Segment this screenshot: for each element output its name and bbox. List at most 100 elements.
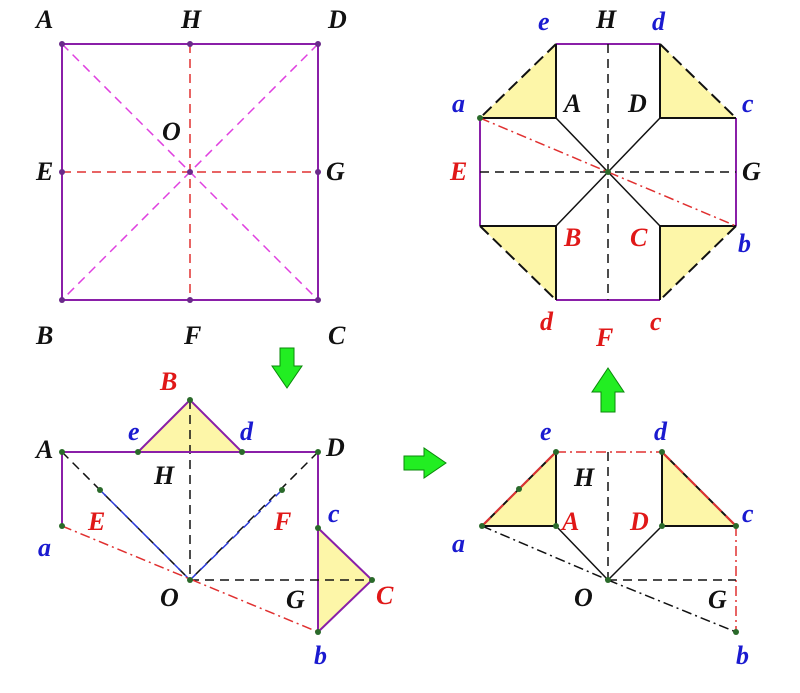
point-f-dot	[187, 297, 193, 303]
label3-b-small: b	[736, 641, 749, 670]
point-e2-dot	[135, 449, 141, 455]
vertex-a-dot	[59, 41, 65, 47]
vertex-b-dot	[59, 297, 65, 303]
label2-a: A	[34, 435, 53, 464]
label4-e: E	[449, 157, 467, 186]
label-b: B	[35, 321, 53, 350]
crease-f	[189, 489, 283, 581]
label3-h: H	[573, 463, 595, 492]
label3-o: O	[574, 583, 593, 612]
label-f: F	[183, 321, 201, 350]
line-ob3	[607, 579, 737, 633]
label4-g: G	[742, 157, 761, 186]
label2-c: C	[376, 581, 394, 610]
arrow-up-icon	[591, 367, 625, 413]
point-dd2-dot	[315, 449, 321, 455]
label-g: G	[326, 157, 345, 186]
label-a: A	[34, 5, 53, 34]
label3-c-small: c	[742, 499, 754, 528]
label4-a: A	[562, 89, 581, 118]
label2-h: H	[153, 461, 175, 490]
point-aa3-dot	[553, 523, 559, 529]
label2-f: F	[273, 507, 291, 536]
label-d: D	[327, 5, 347, 34]
label2-g: G	[286, 585, 305, 614]
point-c-small-dot	[315, 525, 321, 531]
label4-b: B	[563, 223, 581, 252]
point-o4-dot	[605, 169, 611, 175]
label3-a-small: a	[452, 529, 465, 558]
label4-d2-small: d	[540, 307, 554, 336]
panel-opened: e d H a A D c O G b	[452, 417, 754, 670]
label-o: O	[162, 117, 181, 146]
folded-frame	[61, 451, 319, 528]
label4-h: H	[595, 5, 617, 34]
label2-a-small: a	[38, 533, 51, 562]
label2-e-small: e	[128, 417, 140, 446]
label2-o: O	[160, 583, 179, 612]
point-ee2-dot	[97, 487, 103, 493]
label-c: C	[328, 321, 346, 350]
label3-a: A	[560, 507, 579, 536]
panel-octagon: e H d a A D c E G B C b d c F	[449, 5, 761, 352]
label4-e-small: e	[538, 7, 550, 36]
label4-d-small: d	[652, 7, 666, 36]
label2-d-small: d	[240, 417, 254, 446]
label-e: E	[35, 157, 53, 186]
point-h-dot	[187, 41, 193, 47]
label3-d: D	[629, 507, 649, 536]
label4-d: D	[627, 89, 647, 118]
line-ab	[61, 525, 319, 633]
label-h: H	[180, 5, 202, 34]
vertex-c-dot	[315, 297, 321, 303]
point-b2-dot	[187, 397, 193, 403]
label4-c: C	[630, 223, 648, 252]
vertex-d-dot	[315, 41, 321, 47]
label2-b-small: b	[314, 641, 327, 670]
oct-line-ab	[479, 117, 737, 227]
crease-e	[99, 489, 191, 581]
point-a2-dot	[59, 449, 65, 455]
point-d3-dot	[659, 449, 665, 455]
point-ff2-dot	[279, 487, 285, 493]
point-mid3-dot	[516, 486, 522, 492]
label3-e-small: e	[540, 417, 552, 446]
fold-line-do	[189, 451, 319, 581]
point-a3-dot	[479, 523, 485, 529]
label2-e: E	[87, 507, 105, 536]
point-c2-dot	[369, 577, 375, 583]
label4-b-small: b	[738, 229, 751, 258]
panel-folded: B e d A D H E F c a O G C b	[34, 367, 394, 670]
triangle-right3	[661, 449, 739, 527]
point-e-dot	[59, 169, 65, 175]
point-c3-dot	[733, 523, 739, 529]
point-dd3-dot	[659, 523, 665, 529]
panel-square: A H D O E G B F C	[34, 5, 347, 350]
arrow-right-icon	[403, 447, 447, 479]
line-do3	[607, 525, 663, 581]
label4-f: F	[595, 323, 613, 352]
center-o-dot	[187, 169, 193, 175]
label2-c-small: c	[328, 499, 340, 528]
label4-c2-small: c	[650, 307, 662, 336]
point-b3-dot	[733, 629, 739, 635]
point-e3-dot	[553, 449, 559, 455]
point-d2-dot	[239, 449, 245, 455]
point-a-small-dot	[59, 523, 65, 529]
label2-d: D	[325, 433, 345, 462]
point-o3-dot	[605, 577, 611, 583]
arrow-down-icon	[271, 347, 303, 389]
label4-a-small: a	[452, 89, 465, 118]
point-b-small-dot	[315, 629, 321, 635]
point-a4-dot	[477, 115, 483, 121]
label3-g: G	[708, 585, 727, 614]
line-ao3	[555, 525, 609, 581]
point-g-dot	[315, 169, 321, 175]
label3-d-small: d	[654, 417, 668, 446]
label2-b: B	[159, 367, 177, 396]
label4-c-small: c	[742, 89, 754, 118]
point-o2-dot	[187, 577, 193, 583]
line-ao-dash3	[481, 525, 609, 581]
